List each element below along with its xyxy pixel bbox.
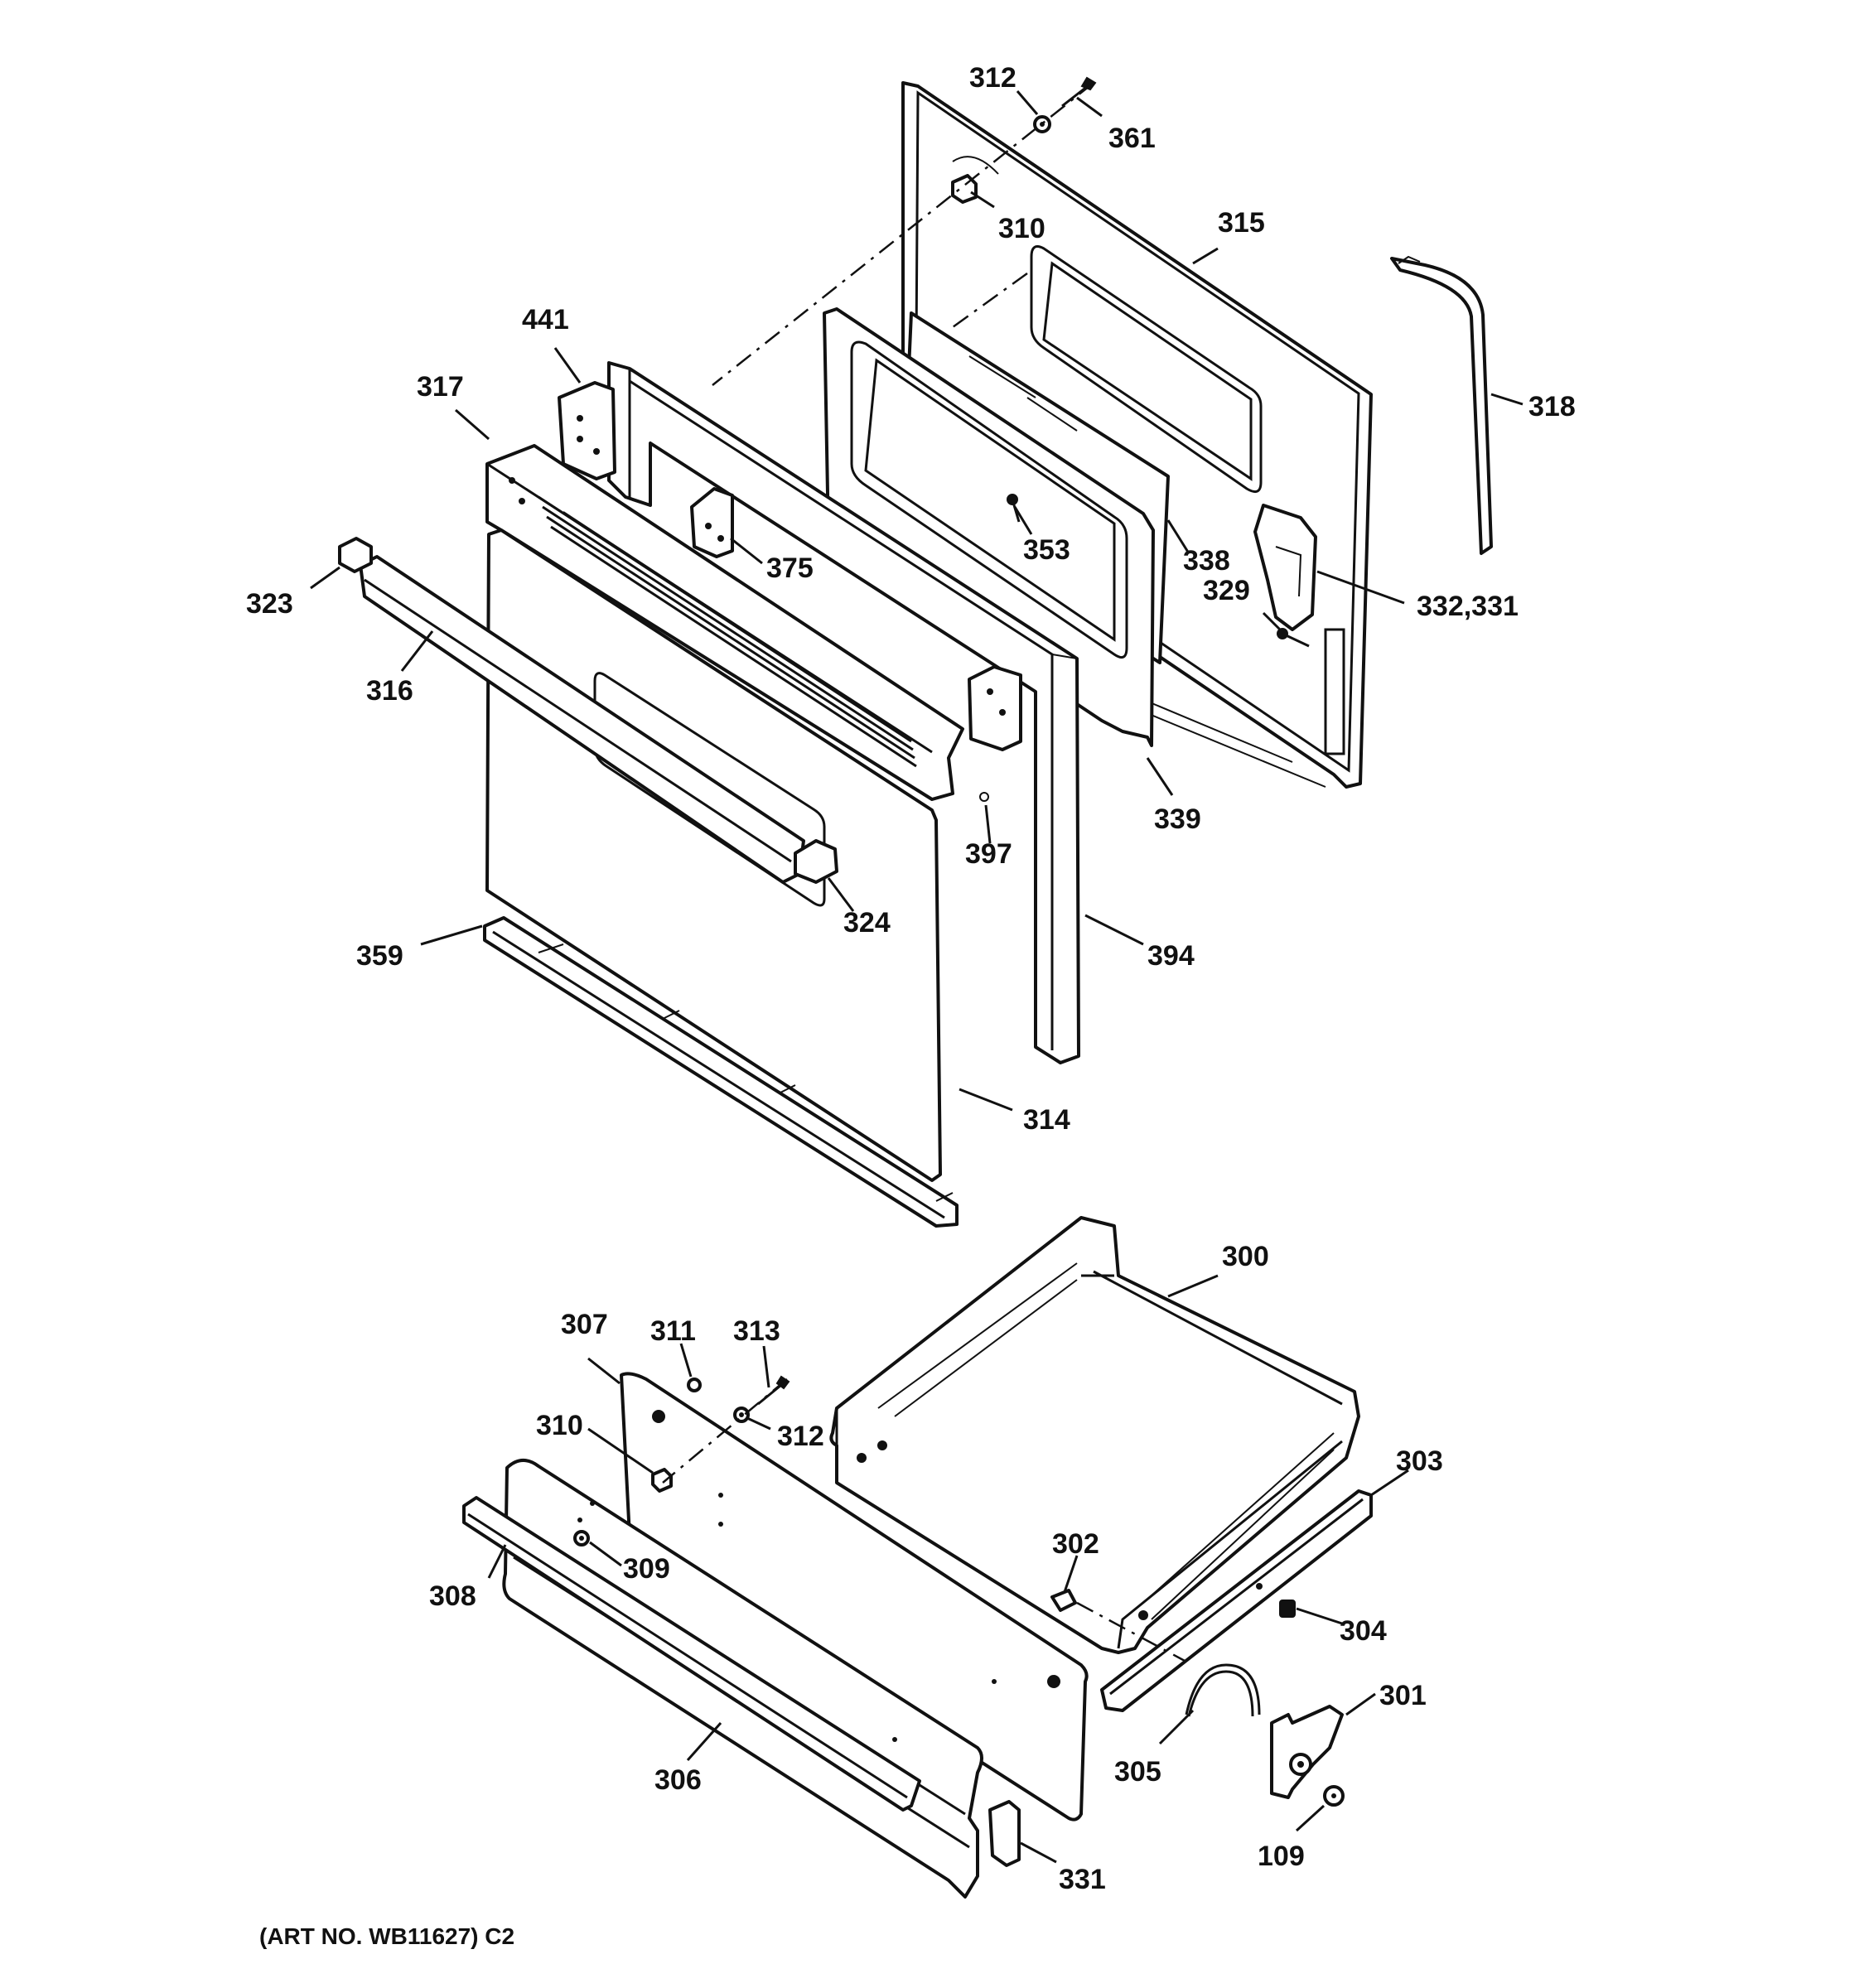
nut-311 [687, 1378, 702, 1392]
drawer-body-300 [829, 1216, 1360, 1654]
callout-310-bottom: 310 [536, 1410, 583, 1441]
callout-331: 331 [1059, 1864, 1106, 1895]
callout-306: 306 [654, 1764, 702, 1796]
hinge-bracket-right [968, 665, 1022, 751]
callout-353: 353 [1023, 534, 1070, 566]
callout-361: 361 [1108, 123, 1156, 154]
callout-303: 303 [1396, 1445, 1443, 1477]
callout-312-bottom: 312 [777, 1421, 824, 1452]
callout-323: 323 [246, 588, 293, 620]
nut-312-top [1033, 115, 1051, 133]
callout-441: 441 [522, 304, 569, 335]
callout-309: 309 [623, 1553, 670, 1585]
callout-304: 304 [1340, 1615, 1387, 1647]
bracket-375 [690, 487, 734, 558]
hinge-plate-332-331 [1253, 504, 1317, 631]
screw-329 [1277, 628, 1310, 648]
handle-end-cap-324 [794, 839, 838, 884]
hinge-pin-310-top [951, 174, 978, 204]
spring-305 [1185, 1663, 1261, 1717]
callout-359: 359 [356, 940, 403, 972]
callout-316: 316 [366, 675, 413, 707]
slide-rail-303 [1100, 1489, 1373, 1712]
callout-315: 315 [1218, 207, 1265, 239]
callout-329: 329 [1203, 575, 1250, 606]
callout-312-top: 312 [969, 62, 1017, 94]
hinge-bracket-441 [558, 381, 616, 480]
drawer-inner-panel-307 [620, 1372, 1089, 1822]
drawer-handle-308 [462, 1496, 921, 1812]
callout-302: 302 [1052, 1528, 1099, 1560]
nut-312-bottom [733, 1407, 750, 1423]
handle-end-cap-323 [338, 537, 373, 573]
assembly-line-lower [662, 1378, 788, 1484]
callout-301: 301 [1379, 1680, 1427, 1711]
bottom-trim-359 [483, 916, 959, 1228]
callout-317: 317 [417, 371, 464, 403]
callout-307: 307 [561, 1309, 608, 1340]
screw-397 [979, 792, 989, 802]
bracket-331 [988, 1800, 1021, 1867]
callout-305: 305 [1114, 1756, 1161, 1788]
screw-361 [1061, 76, 1097, 108]
assembly-line-glass [952, 272, 1028, 329]
leader-lines [310, 90, 1524, 1864]
slide-bracket-301 [1270, 1705, 1344, 1799]
door-gasket-318 [1390, 255, 1493, 555]
callout-109: 109 [1258, 1841, 1305, 1872]
callout-339: 339 [1154, 803, 1201, 835]
callout-310-top: 310 [998, 213, 1045, 244]
drawer-stop-302 [1050, 1589, 1077, 1612]
callout-313: 313 [733, 1315, 780, 1347]
assembly-line-upper [712, 82, 1094, 386]
screw-309 [573, 1530, 590, 1546]
vent-trim-317 [485, 444, 964, 801]
callout-311: 311 [650, 1315, 696, 1347]
callout-318: 318 [1528, 391, 1576, 422]
callout-324: 324 [843, 907, 891, 939]
roller-304 [1279, 1600, 1296, 1618]
callout-314: 314 [1023, 1104, 1070, 1136]
door-frame-394 [607, 361, 1080, 1064]
callout-300: 300 [1222, 1241, 1269, 1272]
callout-375: 375 [766, 552, 814, 584]
outer-door-panel-314 [485, 528, 942, 1182]
inner-door-panel-339 [823, 307, 1155, 747]
callout-394: 394 [1147, 940, 1195, 972]
hinge-pin-310-bottom [651, 1468, 673, 1493]
callout-338: 338 [1183, 545, 1230, 577]
art-number: (ART NO. WB11627) C2 [259, 1923, 514, 1949]
callout-397: 397 [965, 838, 1012, 870]
callout-labels: 312 361 310 315 318 441 317 375 353 338 … [246, 62, 1576, 1895]
callout-308: 308 [429, 1580, 476, 1612]
callout-332-331: 332,331 [1417, 591, 1519, 622]
nut-109 [1323, 1785, 1345, 1807]
